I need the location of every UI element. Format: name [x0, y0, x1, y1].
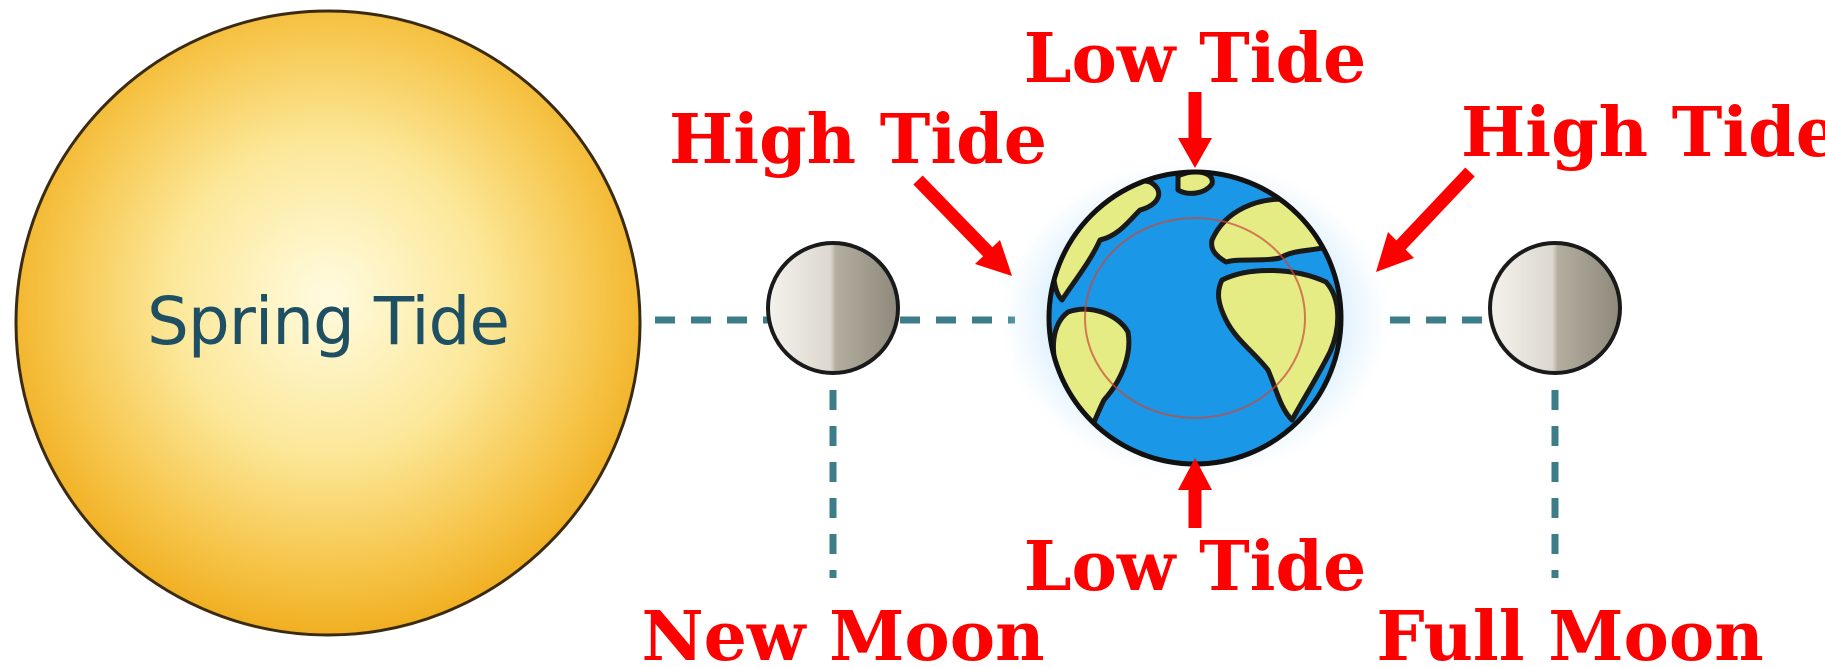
sun-disc: [14, 9, 642, 637]
low-tide-top-arrow: [1178, 92, 1212, 168]
new-moon-label: New Moon: [641, 597, 1044, 667]
low-tide-top-label: Low Tide: [1024, 19, 1367, 99]
tide-labels: Low Tide High Tide High Tide Low Tide Ne…: [641, 19, 1825, 667]
new-moon-disc: [766, 241, 900, 375]
earth-latitude-lines: [1084, 217, 1306, 419]
high-tide-right-label: High Tide: [1461, 93, 1825, 173]
high-tide-right-arrow: [1376, 167, 1475, 272]
high-tide-left-label: High Tide: [669, 100, 1047, 180]
low-tide-bottom-label: Low Tide: [1024, 527, 1367, 607]
tide-arrows: [913, 92, 1475, 528]
earth: [999, 158, 1391, 478]
full-moon-label: Full Moon: [1376, 597, 1763, 667]
high-tide-left-arrow: [913, 175, 1012, 276]
low-tide-bottom-arrow: [1178, 458, 1212, 528]
sun: Spring Tide: [14, 9, 642, 637]
greenland-landmass: [1175, 172, 1215, 196]
full-moon-disc: [1488, 241, 1622, 375]
africa-landmass: [1216, 267, 1341, 423]
new-moon: [766, 241, 900, 375]
full-moon: [1488, 241, 1622, 375]
alignment-lines: [655, 316, 1559, 578]
sun-label: Spring Tide: [147, 283, 509, 360]
